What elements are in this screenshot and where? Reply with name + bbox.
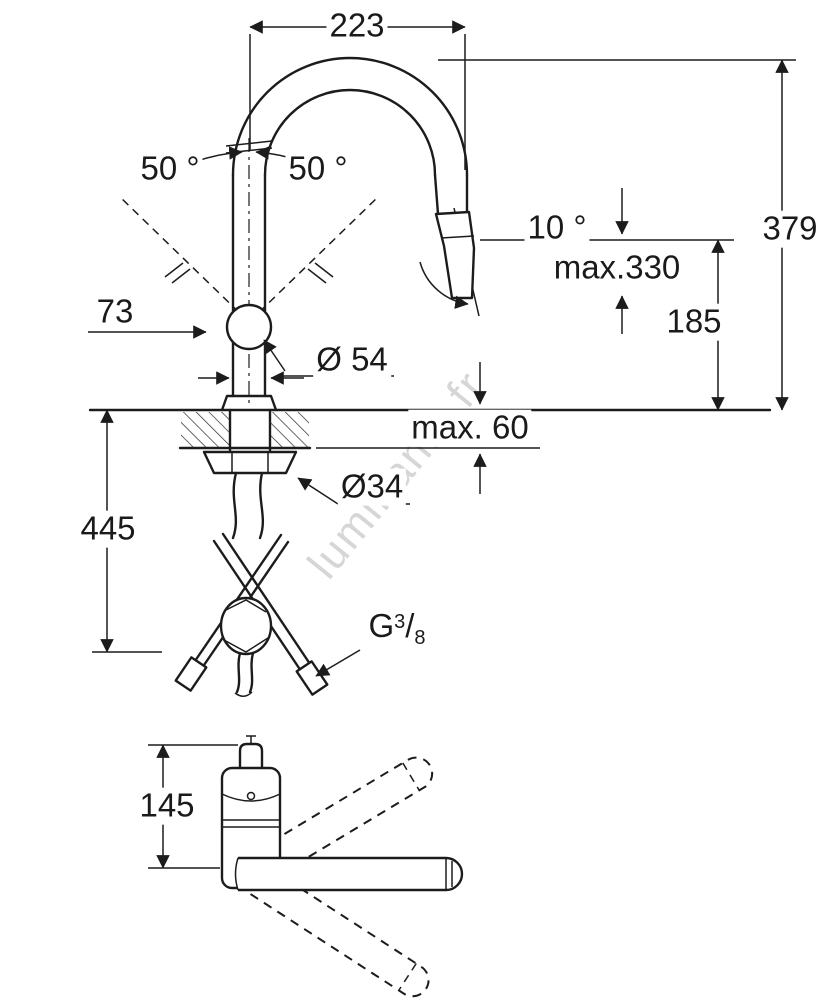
hose-assembly [174, 471, 329, 697]
dim-label-379: 379 [759, 210, 821, 248]
dim-label-185: 185 [663, 303, 725, 341]
angle-label-50-left: 50 ° [137, 150, 203, 188]
dim-label-dia34: Ø34 [337, 468, 407, 506]
faucet-side-view [220, 56, 476, 412]
swivel-range-lines [118, 138, 480, 406]
thread-letter: G [368, 607, 395, 644]
dim-label-dia54: Ø 54 [313, 341, 391, 379]
spray-head [434, 210, 476, 300]
dim-label-73: 73 [93, 293, 137, 331]
swivel-ball-joint [225, 303, 273, 351]
angle-label-10: 10 ° [524, 209, 590, 247]
dim-label-223: 223 [326, 7, 388, 45]
dim-label-445: 445 [77, 510, 139, 548]
thread-size-label: G3/8 [365, 607, 429, 650]
thread-denominator: 8 [414, 627, 426, 649]
dim-label-145: 145 [136, 787, 198, 825]
mounting-hardware [88, 408, 772, 475]
hose-fitting-left [174, 656, 208, 692]
thread-numerator: 3 [394, 611, 406, 633]
spout-swivel-lower [242, 861, 430, 998]
hose-fitting-right [295, 660, 329, 696]
spout-swivel-upper [242, 756, 434, 888]
base-swivel-view [220, 735, 464, 998]
thread-slash: / [405, 607, 415, 644]
mounting-nut [202, 450, 298, 475]
dim-label-max330: max.330 [550, 249, 684, 287]
spout-bottom-view [238, 856, 464, 892]
hose-connector-ball [219, 596, 273, 656]
angle-label-50-right: 50 ° [285, 150, 351, 188]
dim-label-max60: max. 60 [408, 409, 532, 447]
